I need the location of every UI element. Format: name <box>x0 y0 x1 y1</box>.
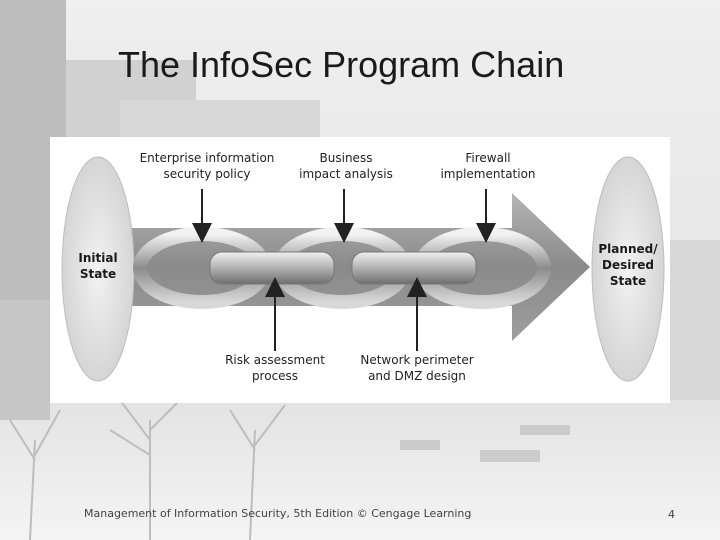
desired-state-label: Planned/ Desired State <box>598 242 658 288</box>
program-chain-diagram: Initial State Planned/ Desired State Ent… <box>50 137 670 403</box>
trees <box>9 394 286 540</box>
top-input-arrows <box>192 189 496 243</box>
page-title: The InfoSec Program Chain <box>118 44 565 85</box>
footer-copyright: Management of Information Security, 5th … <box>84 507 472 520</box>
benches <box>400 425 570 462</box>
desired-state-ellipse <box>591 156 665 382</box>
business-impact-label: Business impact analysis <box>299 151 393 181</box>
enterprise-policy-label: Enterprise information security policy <box>139 151 275 181</box>
risk-assessment-label: Risk assessment process <box>225 353 325 383</box>
initial-state-label: Initial State <box>78 251 118 281</box>
bottom-input-arrows <box>265 277 427 351</box>
firewall-label: Firewall implementation <box>440 151 536 181</box>
network-perimeter-label: Network perimeter and DMZ design <box>360 353 474 383</box>
page-number: 4 <box>668 508 675 521</box>
